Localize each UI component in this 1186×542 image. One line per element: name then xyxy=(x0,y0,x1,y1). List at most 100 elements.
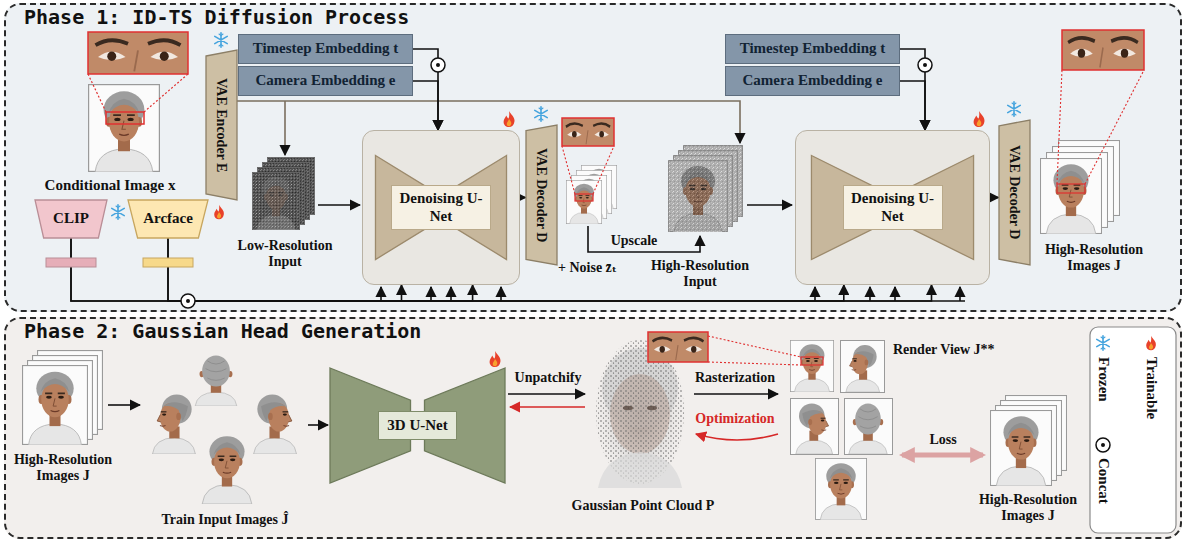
illustration-part xyxy=(696,434,778,440)
illustration-part xyxy=(902,453,983,458)
illustration-part xyxy=(991,411,1052,486)
shape-part xyxy=(526,125,557,265)
illustration-part xyxy=(188,300,965,302)
illustration-part xyxy=(186,299,190,303)
shape-part xyxy=(206,50,237,200)
illustration-part xyxy=(46,258,96,267)
illustration-part xyxy=(801,357,823,365)
illustration-part xyxy=(1062,30,1144,70)
illustration-part xyxy=(846,345,880,392)
illustration-part xyxy=(845,399,893,455)
illustration-part xyxy=(1008,102,1020,116)
illustration-part xyxy=(562,118,614,146)
illustration-part xyxy=(959,287,961,295)
caption-label: Low-Resolution Input xyxy=(232,238,338,270)
illustration-part xyxy=(1090,327,1176,533)
connector xyxy=(71,238,402,301)
illustration-part xyxy=(598,452,682,488)
illustration-part xyxy=(647,406,657,410)
connector xyxy=(413,81,438,130)
caption-label: Rasterization xyxy=(688,370,782,386)
legend-text: Trainable xyxy=(1143,357,1160,419)
vae-block: VAE Encoder E xyxy=(206,50,237,200)
illustration-part xyxy=(23,366,88,445)
illustration-part xyxy=(88,32,188,74)
illustration-part xyxy=(923,63,927,67)
node-label: CLIP xyxy=(53,210,89,227)
illustration-part xyxy=(796,403,833,454)
illustration-part xyxy=(918,58,932,72)
illustration-part xyxy=(1062,30,1144,70)
illustration-part xyxy=(694,393,778,395)
denoising-unet: Denoising U-Net xyxy=(795,130,990,285)
shape-part xyxy=(35,200,107,238)
illustration-part xyxy=(535,107,547,121)
illustration-part xyxy=(254,394,297,454)
illustration-part xyxy=(849,403,887,454)
illustration-part xyxy=(510,406,585,408)
node-label: 3D U-Net xyxy=(378,411,456,440)
caption-label: Conditional Image x xyxy=(15,176,205,194)
illustration-part xyxy=(815,458,866,520)
illustration-part xyxy=(708,336,801,365)
caption-label: Gaussian Point Cloud P xyxy=(548,498,738,514)
caption-label: Train Input Images Ĵ xyxy=(120,512,330,528)
clip-encoder: CLIP xyxy=(35,200,107,238)
node-label: Camera Embedding e xyxy=(256,72,396,89)
vae-block: VAE Decoder D xyxy=(526,125,557,265)
embedding-box: Timestep Embedding t xyxy=(238,34,413,64)
illustration-part xyxy=(648,332,708,362)
illustration-part xyxy=(623,406,633,410)
illustration-part xyxy=(430,287,432,295)
illustration-part xyxy=(108,404,140,406)
node-label: VAE Decoder D xyxy=(1006,145,1022,239)
node-label: VAE Decoder D xyxy=(533,148,549,242)
illustration-part xyxy=(1097,336,1109,350)
legend-text: Concat xyxy=(1095,458,1112,504)
illustration-part xyxy=(4,317,1182,539)
illustration-part xyxy=(4,3,1182,312)
node-label: Arcface xyxy=(143,210,193,227)
illustration-part xyxy=(431,58,445,72)
node-label: Camera Embedding e xyxy=(743,72,883,89)
caption-label: High-Resolution Images J xyxy=(6,452,120,484)
illustration-part xyxy=(814,287,816,295)
node-label: Denoising U-Net xyxy=(391,185,491,230)
illustration-part xyxy=(181,294,195,308)
illustration-part xyxy=(106,112,144,124)
caption-label: + Noise z̄ₜ xyxy=(540,260,635,276)
illustration-part xyxy=(974,111,985,127)
illustration-part xyxy=(1057,184,1085,193)
illustration-part xyxy=(791,399,839,455)
illustration-part xyxy=(88,74,188,112)
illustration-part xyxy=(214,205,224,219)
embedding-box: Camera Embedding e xyxy=(238,66,413,96)
illustration-part xyxy=(431,58,445,72)
embedding-box: Timestep Embedding t xyxy=(725,34,900,64)
illustration-part xyxy=(669,161,728,233)
legend-text: Frozen xyxy=(1095,357,1112,402)
illustration-part xyxy=(195,355,237,406)
illustration-part xyxy=(796,403,833,454)
illustration-part xyxy=(380,287,382,295)
caption-label: Optimization xyxy=(688,411,782,427)
illustration-part xyxy=(215,33,227,47)
illustration-part xyxy=(308,424,328,426)
phase-title: Phase 2: Gaussian Head Generation xyxy=(24,320,421,343)
illustration-part xyxy=(504,111,515,127)
node-label: Timestep Embedding t xyxy=(740,40,886,57)
illustration-part xyxy=(88,32,188,74)
shape-part xyxy=(999,120,1030,265)
illustration-part xyxy=(648,332,708,362)
unet-3d: 3D U-Net xyxy=(330,368,505,483)
illustration-part xyxy=(562,146,614,194)
connector xyxy=(990,197,999,199)
illustration-part xyxy=(500,287,502,295)
illustration-part xyxy=(508,393,585,395)
illustration-part xyxy=(381,287,960,301)
connector xyxy=(520,197,526,199)
illustration-part xyxy=(143,258,193,267)
illustration-part xyxy=(202,436,252,504)
illustration-part xyxy=(1057,70,1144,184)
